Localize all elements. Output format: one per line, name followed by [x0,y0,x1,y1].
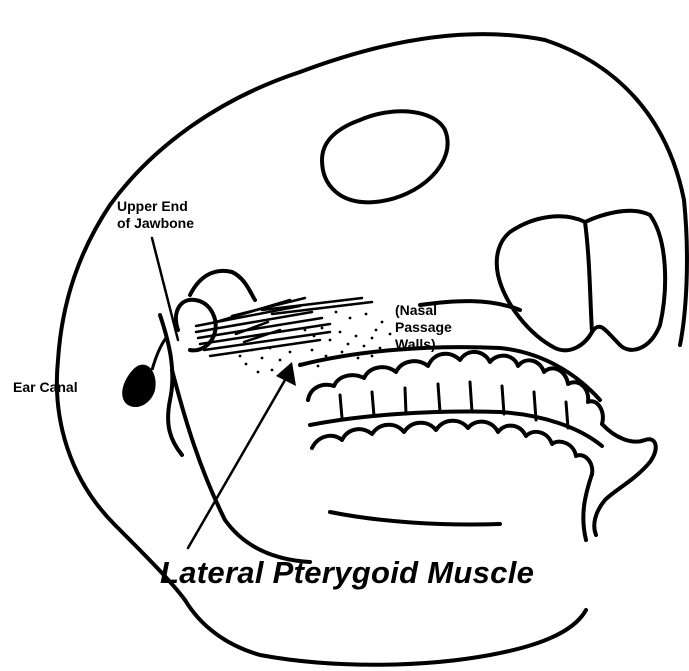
jaw-outline [172,370,310,562]
nasal-label-line-2: Passage [395,319,452,336]
upper-end-label-line-2: of Jawbone [117,215,194,232]
upper-end-of-jawbone-label: Upper End of Jawbone [117,198,194,232]
eye-socket [322,111,448,202]
lower-teeth [312,421,592,474]
skull-lower-outline [185,600,586,665]
nasal-septum [585,222,592,332]
nasal-label-line-3: Walls) [395,336,452,353]
ear-canal-stem [152,338,166,370]
lateral-pterygoid-muscle [196,298,372,356]
mandible-back-outline [160,315,182,455]
ear-canal-label: Ear Canal [13,379,78,396]
pointer-arrowhead [276,362,296,386]
ear-canal-shape [122,365,155,407]
diagram-title: Lateral Pterygoid Muscle [160,555,534,591]
upper-end-label-line-1: Upper End [117,198,194,215]
lower-jaw-body [330,512,500,525]
jaw-front [583,474,592,540]
zygomatic-arch [190,271,255,300]
chin-outline [594,424,655,535]
nasal-cavity [497,211,665,351]
nasal-label-line-1: (Nasal [395,302,452,319]
nasal-passage-walls-label: (Nasal Passage Walls) [395,302,452,353]
